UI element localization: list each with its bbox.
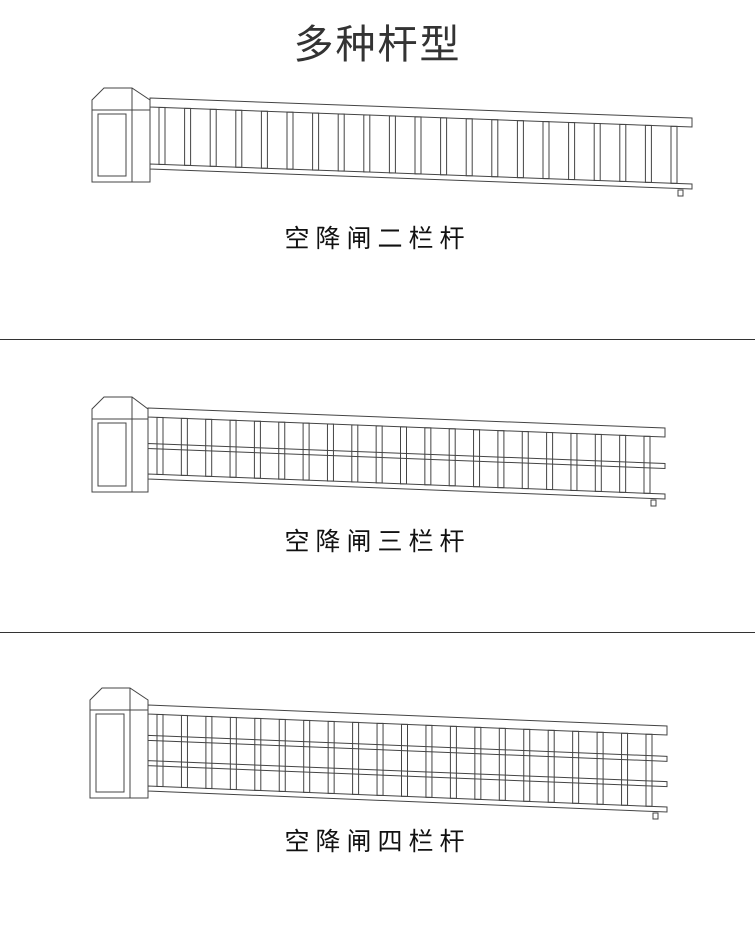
gate-caption-three-rail: 空降闸三栏杆	[284, 527, 471, 556]
vertical-post	[593, 123, 601, 182]
vertical-post	[205, 418, 213, 477]
page-title: 多种杆型	[293, 22, 462, 68]
gate-caption-four-rail: 空降闸四栏杆	[284, 827, 471, 856]
vertical-post	[542, 121, 550, 180]
vertical-post	[302, 422, 310, 481]
gate-caption-two-rail: 空降闸二栏杆	[284, 224, 471, 253]
vertical-post	[523, 728, 531, 802]
vertical-post	[363, 114, 371, 173]
horizontal-rail	[147, 734, 668, 762]
vertical-post	[158, 106, 166, 165]
three-rail-barrier-gate-illustration	[91, 396, 666, 507]
vertical-post	[568, 122, 576, 181]
section-divider	[0, 339, 755, 340]
cabinet-door	[97, 422, 127, 487]
vertical-post	[491, 119, 499, 178]
vertical-post	[337, 113, 345, 172]
vertical-post	[375, 425, 383, 484]
vertical-post	[670, 125, 678, 184]
top-beam	[147, 704, 668, 736]
support-foot	[650, 499, 657, 507]
vertical-post	[449, 725, 457, 799]
vertical-post	[621, 732, 629, 806]
four-rail-barrier-gate-illustration	[89, 687, 668, 820]
vertical-post	[619, 434, 627, 493]
vertical-post	[156, 713, 164, 787]
vertical-post	[351, 424, 359, 483]
top-beam	[149, 97, 693, 128]
vertical-post	[465, 118, 473, 177]
cabinet-door	[95, 713, 125, 793]
vertical-post	[184, 107, 192, 166]
two-rail-barrier-gate-illustration	[91, 87, 693, 197]
vertical-post	[205, 715, 213, 789]
cabinet-body	[91, 396, 149, 493]
cabinet-body	[91, 87, 151, 183]
vertical-post	[596, 731, 604, 805]
vertical-post	[376, 722, 384, 796]
vertical-post	[643, 435, 651, 494]
vertical-post	[473, 429, 481, 488]
vertical-post	[516, 120, 524, 179]
horizontal-rail	[147, 442, 666, 470]
vertical-post	[400, 426, 407, 485]
vertical-post	[401, 723, 408, 797]
vertical-post	[312, 112, 320, 171]
vertical-post	[474, 726, 482, 800]
vertical-post	[547, 729, 555, 803]
support-foot	[652, 812, 659, 820]
vertical-post	[180, 417, 188, 476]
vertical-post	[229, 419, 237, 478]
section-divider	[0, 632, 755, 633]
vertical-post	[497, 430, 505, 489]
horizontal-rail	[149, 163, 693, 190]
vertical-post	[260, 110, 268, 169]
vertical-post	[253, 420, 261, 479]
vertical-post	[425, 724, 433, 798]
horizontal-rail	[147, 473, 666, 500]
vertical-post	[440, 117, 448, 176]
vertical-post	[498, 727, 506, 801]
vertical-post	[180, 714, 188, 788]
vertical-post	[278, 421, 286, 480]
vertical-post	[156, 416, 164, 475]
vertical-post	[286, 111, 294, 170]
vertical-post	[448, 428, 456, 487]
vertical-post	[570, 432, 578, 491]
vertical-post	[235, 109, 243, 168]
vertical-post	[572, 730, 580, 804]
vertical-post	[254, 717, 262, 791]
vertical-post	[278, 718, 286, 792]
vertical-post	[352, 721, 360, 795]
vertical-post	[229, 716, 237, 790]
vertical-post	[326, 423, 334, 482]
vertical-post	[424, 427, 432, 486]
cabinet-body	[89, 687, 149, 799]
top-beam	[147, 407, 666, 438]
vertical-post	[327, 720, 335, 794]
vertical-post	[414, 116, 422, 175]
cabinet-door	[97, 113, 127, 177]
vertical-post	[645, 733, 653, 807]
vertical-post	[303, 719, 311, 793]
vertical-post	[521, 431, 529, 490]
vertical-post	[209, 108, 217, 167]
horizontal-rail	[147, 760, 668, 788]
vertical-post	[594, 433, 602, 492]
support-foot	[677, 189, 684, 197]
horizontal-rail	[147, 785, 668, 813]
vertical-post	[388, 115, 396, 174]
vertical-post	[546, 432, 554, 491]
vertical-post	[619, 123, 627, 182]
vertical-post	[644, 124, 652, 183]
